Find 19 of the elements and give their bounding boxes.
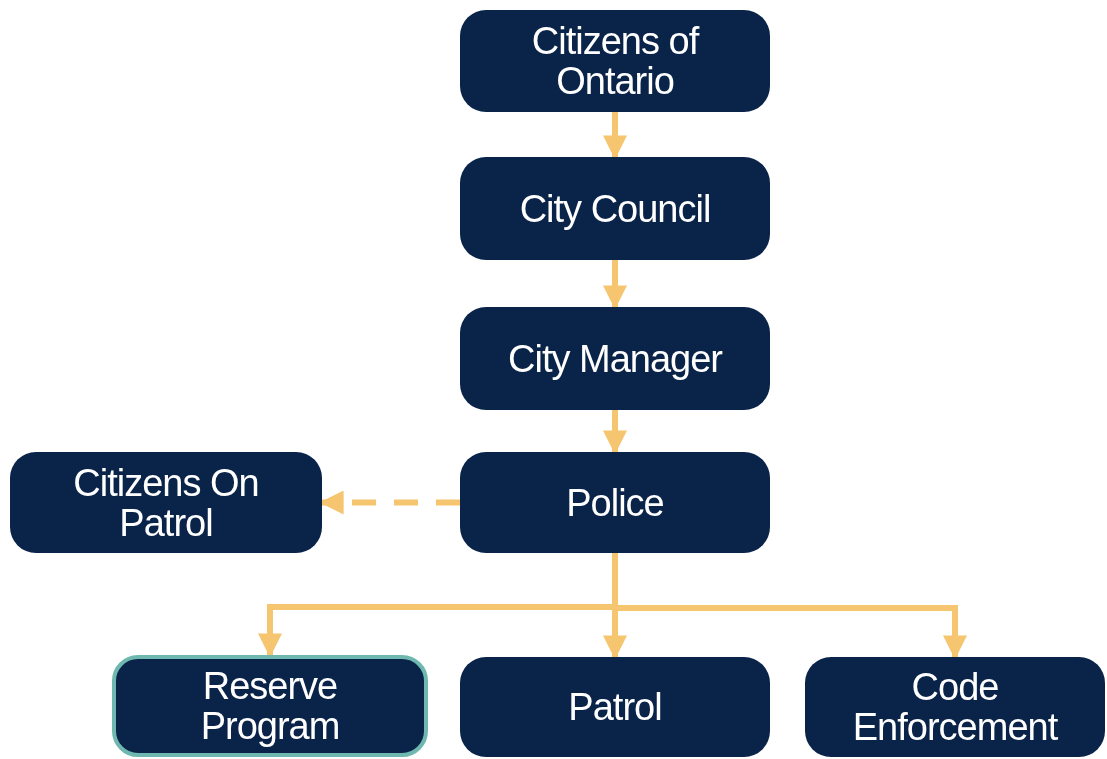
process-box bbox=[10, 452, 322, 553]
process-box bbox=[460, 157, 770, 260]
box-label: Code Enforcement bbox=[851, 667, 1059, 747]
arrow bbox=[603, 260, 627, 310]
process-box bbox=[112, 655, 428, 757]
arrow bbox=[603, 410, 627, 455]
box-label: Citizens of Ontario bbox=[530, 21, 700, 101]
process-box bbox=[805, 657, 1105, 757]
box-label: Patrol bbox=[568, 687, 662, 727]
box-label: City Council bbox=[519, 188, 711, 229]
process-box bbox=[460, 452, 770, 553]
process-box bbox=[460, 657, 770, 757]
box-label: Citizens On Patrol bbox=[72, 462, 260, 543]
arrow bbox=[603, 112, 627, 160]
process-box bbox=[460, 307, 770, 410]
box-label: City Manager bbox=[508, 338, 722, 379]
process-box bbox=[460, 10, 770, 112]
box-label: Reserve Program bbox=[199, 666, 341, 746]
box-label: Police bbox=[566, 482, 664, 523]
